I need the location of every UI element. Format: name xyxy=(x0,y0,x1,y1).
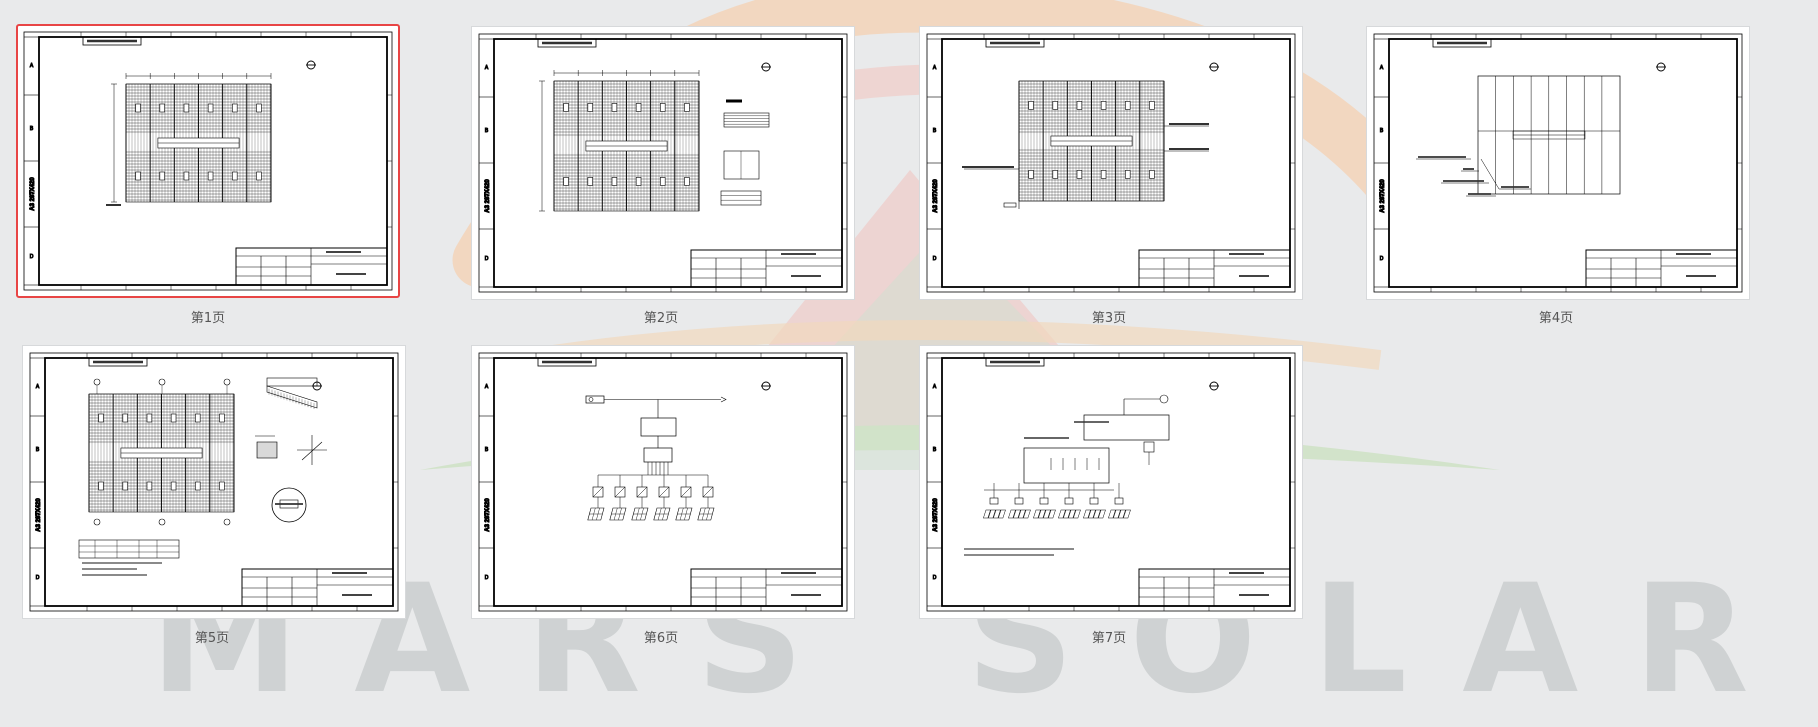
title-block xyxy=(1585,249,1738,288)
row-marker: C xyxy=(1380,194,1384,200)
row-marker: D xyxy=(30,254,34,260)
legend-table xyxy=(720,99,770,206)
page-label: 第5页 xyxy=(194,631,230,646)
drawing-frame: A B C D A3 297X420 xyxy=(1373,33,1743,293)
row-marker: B xyxy=(1380,128,1384,134)
page-label: 第4页 xyxy=(1538,311,1574,326)
page-label: 第1页 xyxy=(190,311,226,326)
solar-module-array xyxy=(125,83,272,203)
cad-drawing-preview: A B C D A3 297X420 xyxy=(478,352,848,612)
drawing-frame: A B C D A3 297X420 xyxy=(926,352,1296,612)
title-block xyxy=(235,247,388,286)
row-marker: D xyxy=(36,575,40,581)
row-marker: B xyxy=(485,447,489,453)
page-label: 第2页 xyxy=(643,311,679,326)
row-marker: B xyxy=(30,126,34,132)
row-marker: A xyxy=(1380,65,1384,71)
row-marker: A xyxy=(30,63,34,69)
row-marker: C xyxy=(30,192,34,198)
title-block xyxy=(1138,568,1291,607)
solar-module-array xyxy=(1018,80,1165,202)
row-marker: B xyxy=(36,447,40,453)
solar-module-array xyxy=(553,80,700,212)
cad-drawing-preview: A B C D A3 297X420 xyxy=(1373,33,1743,293)
cad-drawing-preview: A B C D A3 297X420 xyxy=(23,31,393,291)
title-block xyxy=(1138,249,1291,288)
system-wiring-diagram xyxy=(964,394,1170,556)
sheet-size-label: A3 297X420 xyxy=(933,179,939,213)
row-marker: A xyxy=(933,65,937,71)
row-marker: C xyxy=(36,513,40,519)
sheet-size-label: A3 297X420 xyxy=(1380,179,1386,213)
row-marker: A xyxy=(485,65,489,71)
sheet-size-label: A3 297X420 xyxy=(30,177,36,211)
row-marker: D xyxy=(933,575,937,581)
cad-drawing-preview: A B C D A3 297X420 xyxy=(29,352,399,612)
row-marker: A xyxy=(933,384,937,390)
row-marker: D xyxy=(485,256,489,262)
page-thumbnail-6[interactable]: A B C D A3 297X420 xyxy=(471,345,855,619)
dimension-lines xyxy=(111,73,272,203)
title-block xyxy=(690,249,843,288)
page-thumbnail-5[interactable]: A B C D A3 297X420 xyxy=(22,345,406,619)
row-marker: B xyxy=(933,447,937,453)
solar-module-array xyxy=(88,393,235,513)
page-label: 第3页 xyxy=(1091,311,1127,326)
drawing-frame: A B C D A3 297X420 xyxy=(23,31,393,291)
drawing-frame: A B C D A3 297X420 xyxy=(478,352,848,612)
row-marker: D xyxy=(1380,256,1384,262)
detail-drawings xyxy=(78,377,327,576)
cad-drawing-preview: A B C D A3 297X420 xyxy=(926,352,1296,612)
drawing-frame: A B C D A3 297X420 xyxy=(29,352,399,612)
cad-drawing-preview: A B C D A3 297X420 xyxy=(926,33,1296,293)
page-label: 第7页 xyxy=(1091,631,1127,646)
row-marker: A xyxy=(485,384,489,390)
page-thumbnail-4[interactable]: A B C D A3 297X420 xyxy=(1366,26,1750,300)
page-thumbnail-2[interactable]: A B C D A3 297X420 xyxy=(471,26,855,300)
single-line-diagram xyxy=(585,395,727,521)
row-marker: C xyxy=(933,513,937,519)
row-marker: A xyxy=(36,384,40,390)
page-thumbnail-1[interactable]: A B C D A3 297X420 xyxy=(16,24,400,298)
row-marker: C xyxy=(933,194,937,200)
sheet-size-label: A3 297X420 xyxy=(485,179,491,213)
row-marker: C xyxy=(485,194,489,200)
page-thumbnail-7[interactable]: A B C D A3 297X420 xyxy=(919,345,1303,619)
dimension-lines xyxy=(539,70,700,212)
cad-drawing-preview: A B C D A3 297X420 xyxy=(478,33,848,293)
drawing-frame: A B C D A3 297X420 xyxy=(926,33,1296,293)
sheet-size-label: A3 297X420 xyxy=(933,498,939,532)
page-label: 第6页 xyxy=(643,631,679,646)
page-thumbnail-3[interactable]: A B C D A3 297X420 xyxy=(919,26,1303,300)
drawing-frame: A B C D A3 297X420 xyxy=(478,33,848,293)
row-marker: C xyxy=(485,513,489,519)
sheet-size-label: A3 297X420 xyxy=(36,498,42,532)
title-block xyxy=(690,568,843,607)
row-marker: D xyxy=(485,575,489,581)
row-marker: B xyxy=(485,128,489,134)
sheet-size-label: A3 297X420 xyxy=(485,498,491,532)
row-marker: B xyxy=(933,128,937,134)
row-marker: D xyxy=(933,256,937,262)
title-block xyxy=(241,568,394,607)
